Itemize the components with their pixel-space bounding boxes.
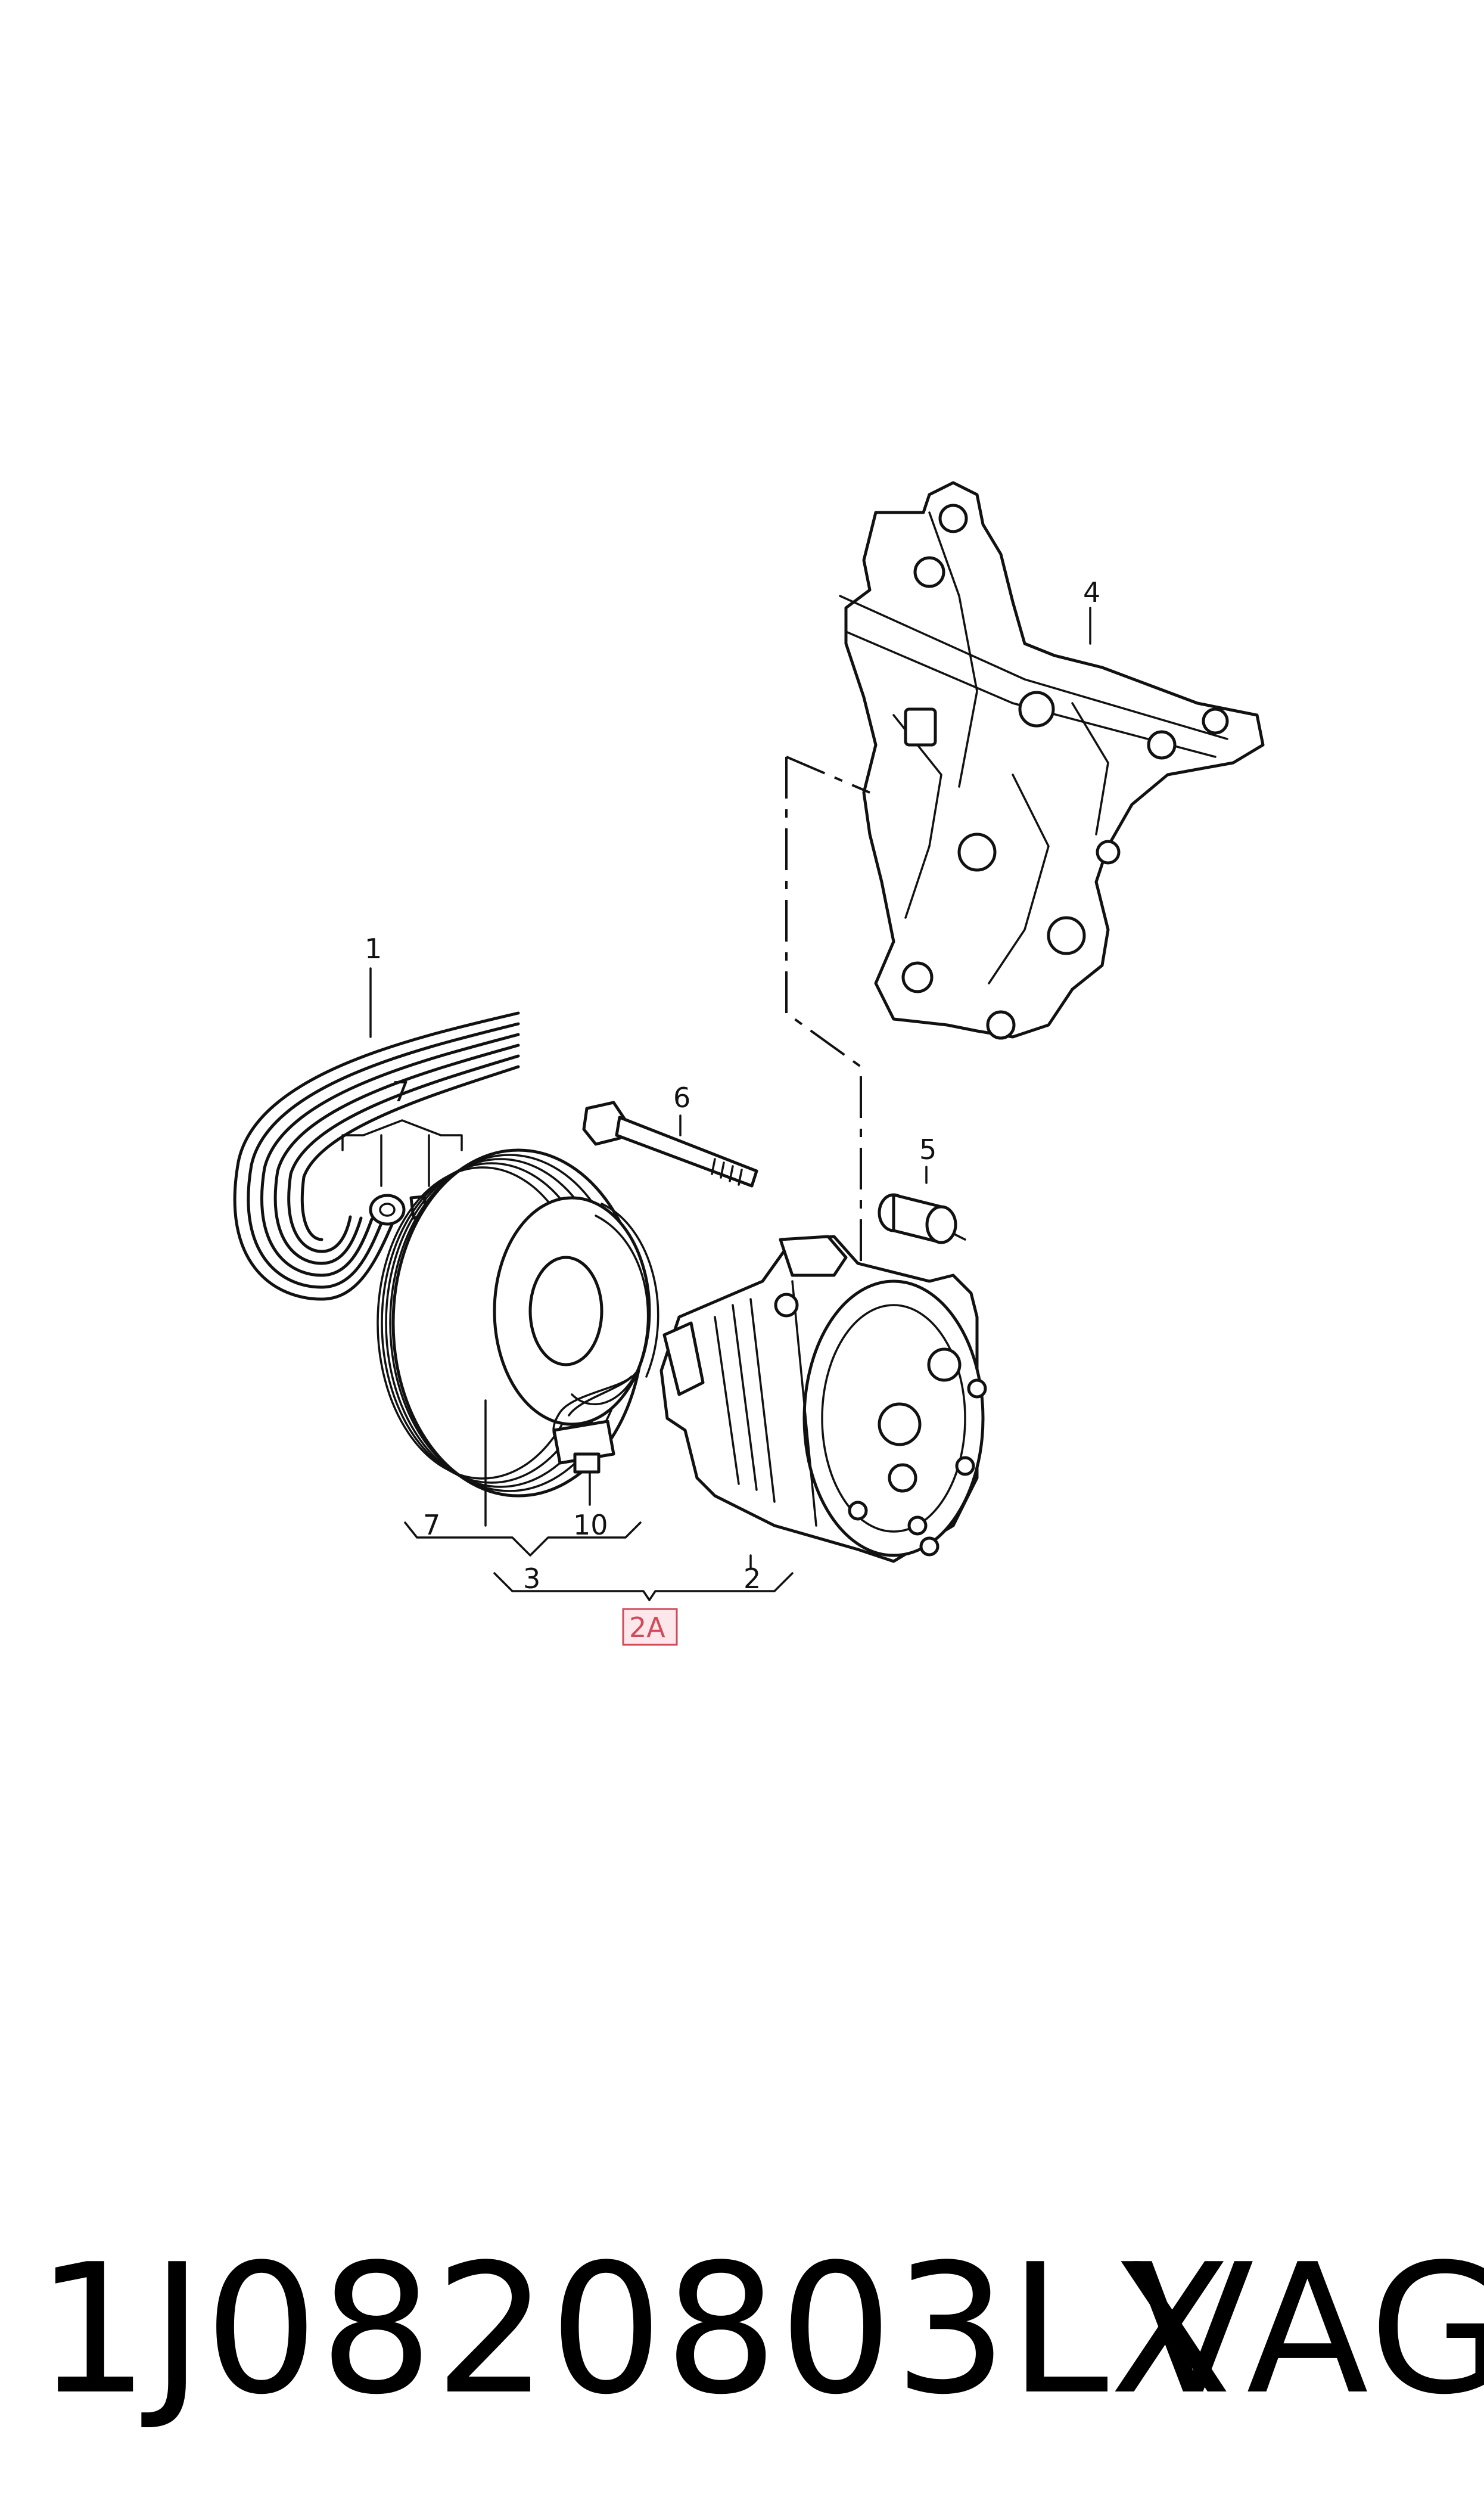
callout-bushing: 5	[919, 1133, 937, 1166]
pulley-clutch-part	[377, 1148, 659, 1498]
callout-connector: 10	[573, 1509, 608, 1541]
part-number: 1J0820803LX	[36, 2226, 1234, 2434]
callout-compressor: 2	[743, 1563, 761, 1595]
bracket-part	[839, 481, 1265, 1040]
bushing-part	[878, 1193, 966, 1244]
callout-bolt: 6	[673, 1082, 690, 1114]
callout-clutch-assembly: 3	[523, 1563, 540, 1595]
assembly-label-box[interactable]: 2A	[622, 1608, 678, 1646]
callout-belt: 1	[365, 933, 382, 965]
belt-part	[233, 1011, 520, 1301]
callout-pulley: 7	[423, 1509, 440, 1541]
compressor-part	[659, 1235, 987, 1563]
bolt-part	[582, 1101, 758, 1188]
leader-lines	[341, 607, 1091, 1601]
assembly-label-text: 2A	[629, 1611, 665, 1644]
callout-nut-group: 7	[392, 1076, 409, 1108]
assembly-guide-lines	[785, 756, 870, 1275]
brand-label: VAG	[1132, 2226, 1484, 2434]
callout-bracket: 4	[1083, 576, 1100, 608]
connector-part	[552, 1369, 639, 1474]
